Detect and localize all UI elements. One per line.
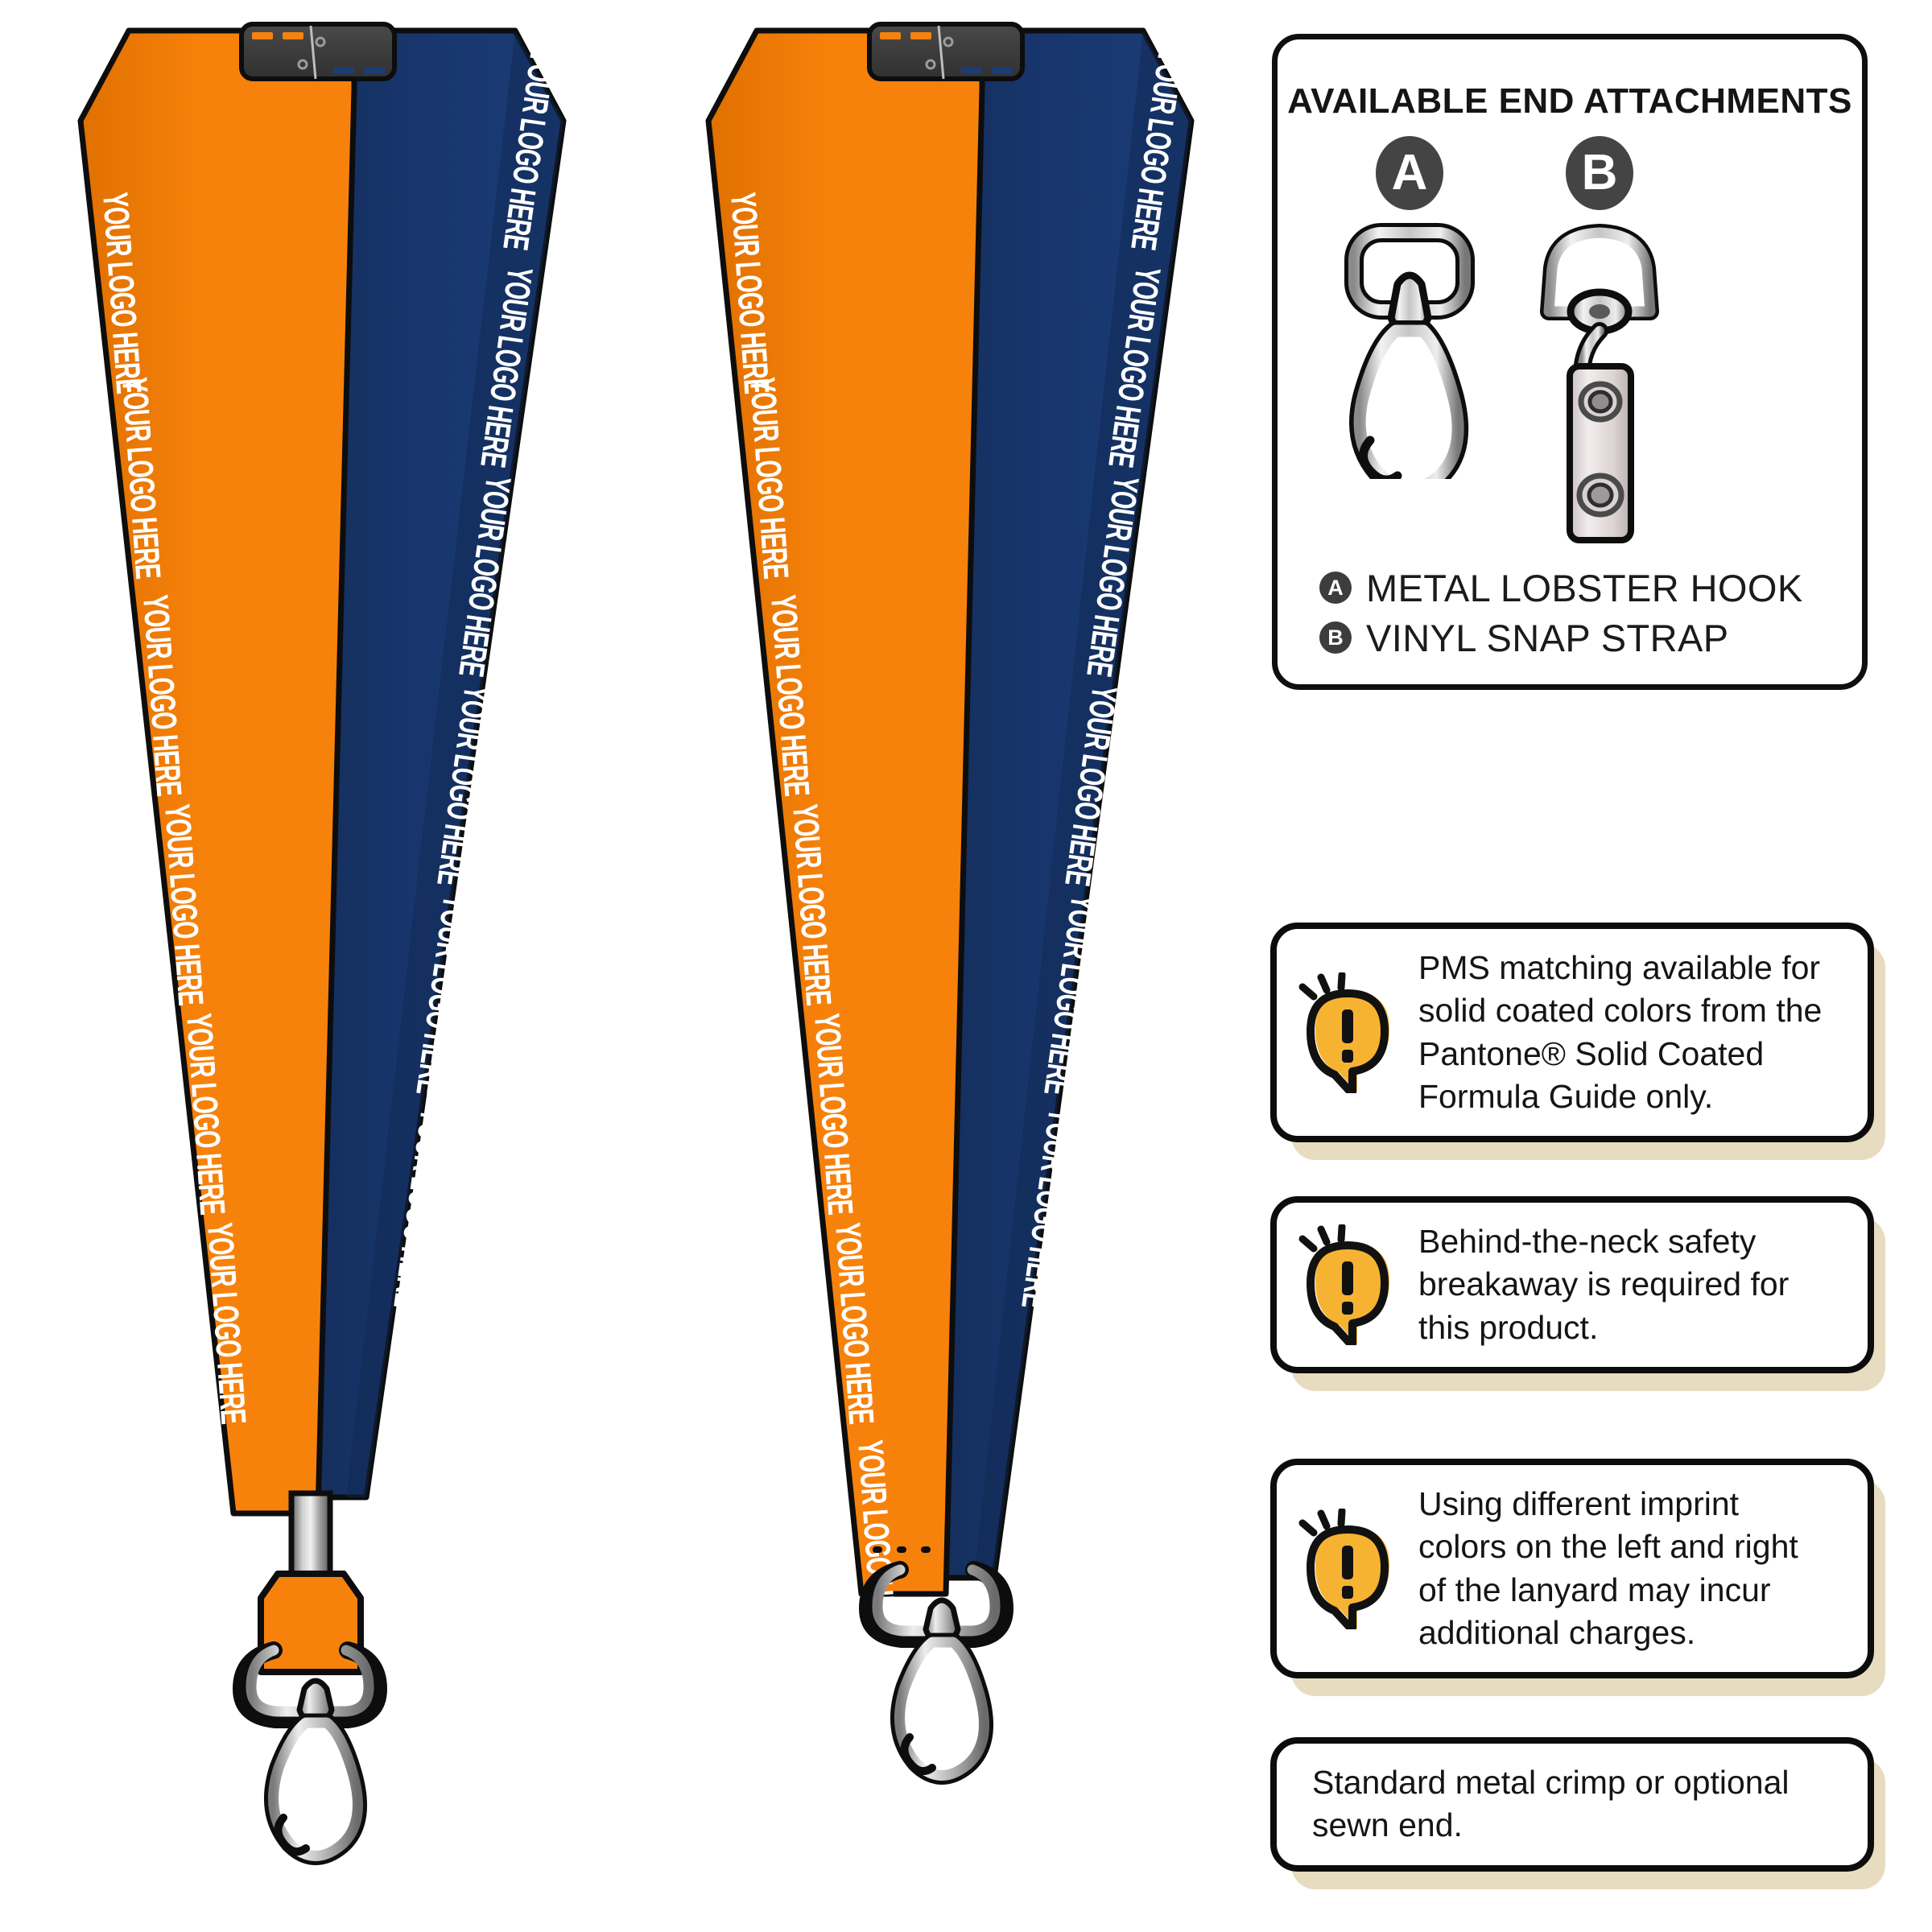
- note-crimp-or-sewn: Standard metal crimp or optional sewn en…: [1270, 1737, 1885, 1889]
- metal-lobster-hook-icon: [890, 1597, 993, 1785]
- available-end-attachments-card: AVAILABLE END ATTACHMENTS A: [1272, 34, 1868, 690]
- note-text: Standard metal crimp or optional sewn en…: [1312, 1764, 1790, 1844]
- note-box: Behind-the-neck safety breakaway is requ…: [1270, 1196, 1874, 1373]
- lanyard-sewn-end: YOUR LOGO HERE YOUR LOGO HERE YOUR LOGO …: [705, 22, 1195, 1785]
- attachment-option-a[interactable]: A: [1305, 136, 1514, 479]
- note-box: Using different imprint colors on the le…: [1270, 1459, 1874, 1679]
- note-text: PMS matching available for solid coated …: [1418, 949, 1823, 1115]
- vinyl-snap-strap-icon: [1540, 224, 1659, 543]
- note-text: Using different imprint colors on the le…: [1418, 1485, 1798, 1651]
- right-info-column: AVAILABLE END ATTACHMENTS A: [1256, 0, 1892, 1932]
- warning-exclamation-icon: [1298, 1224, 1389, 1345]
- metal-lobster-hook-icon: [1344, 223, 1475, 479]
- warning-exclamation-icon: [1298, 1508, 1389, 1629]
- note-breakaway-required: Behind-the-neck safety breakaway is requ…: [1270, 1196, 1885, 1391]
- metal-lobster-hook-icon: [264, 1678, 367, 1865]
- note-box: PMS matching available for solid coated …: [1270, 923, 1874, 1143]
- warning-exclamation-icon: [1298, 972, 1389, 1093]
- breakaway-buckle: [239, 22, 397, 81]
- metal-crimp: [288, 1490, 333, 1581]
- attachment-badge-b: B: [1566, 136, 1633, 210]
- attachments-card-title: AVAILABLE END ATTACHMENTS: [1287, 81, 1852, 121]
- legend-badge-a: A: [1319, 572, 1352, 604]
- note-imprint-colors: Using different imprint colors on the le…: [1270, 1459, 1885, 1697]
- note-box: Standard metal crimp or optional sewn en…: [1270, 1737, 1874, 1872]
- note-pms-matching: PMS matching available for solid coated …: [1270, 923, 1885, 1161]
- legend-label-b: VINYL SNAP STRAP: [1366, 616, 1729, 659]
- crimp-end-cap: [258, 1571, 364, 1675]
- attachments-legend: A METAL LOBSTER HOOK B VINYL SNAP STRAP: [1319, 563, 1803, 663]
- lanyard-metal-crimp: YOUR LOGO HERE YOUR LOGO HERE YOUR LOGO …: [77, 22, 567, 1865]
- breakaway-buckle: [867, 22, 1025, 81]
- legend-row-a: A METAL LOBSTER HOOK: [1319, 563, 1803, 613]
- note-text: Behind-the-neck safety breakaway is requ…: [1418, 1223, 1790, 1346]
- legend-badge-b: B: [1319, 621, 1352, 654]
- attachments-items: A: [1278, 136, 1862, 543]
- legend-row-b: B VINYL SNAP STRAP: [1319, 613, 1803, 663]
- attachment-option-b[interactable]: B: [1495, 136, 1704, 543]
- legend-label-a: METAL LOBSTER HOOK: [1366, 566, 1803, 609]
- attachment-badge-a: A: [1376, 136, 1443, 210]
